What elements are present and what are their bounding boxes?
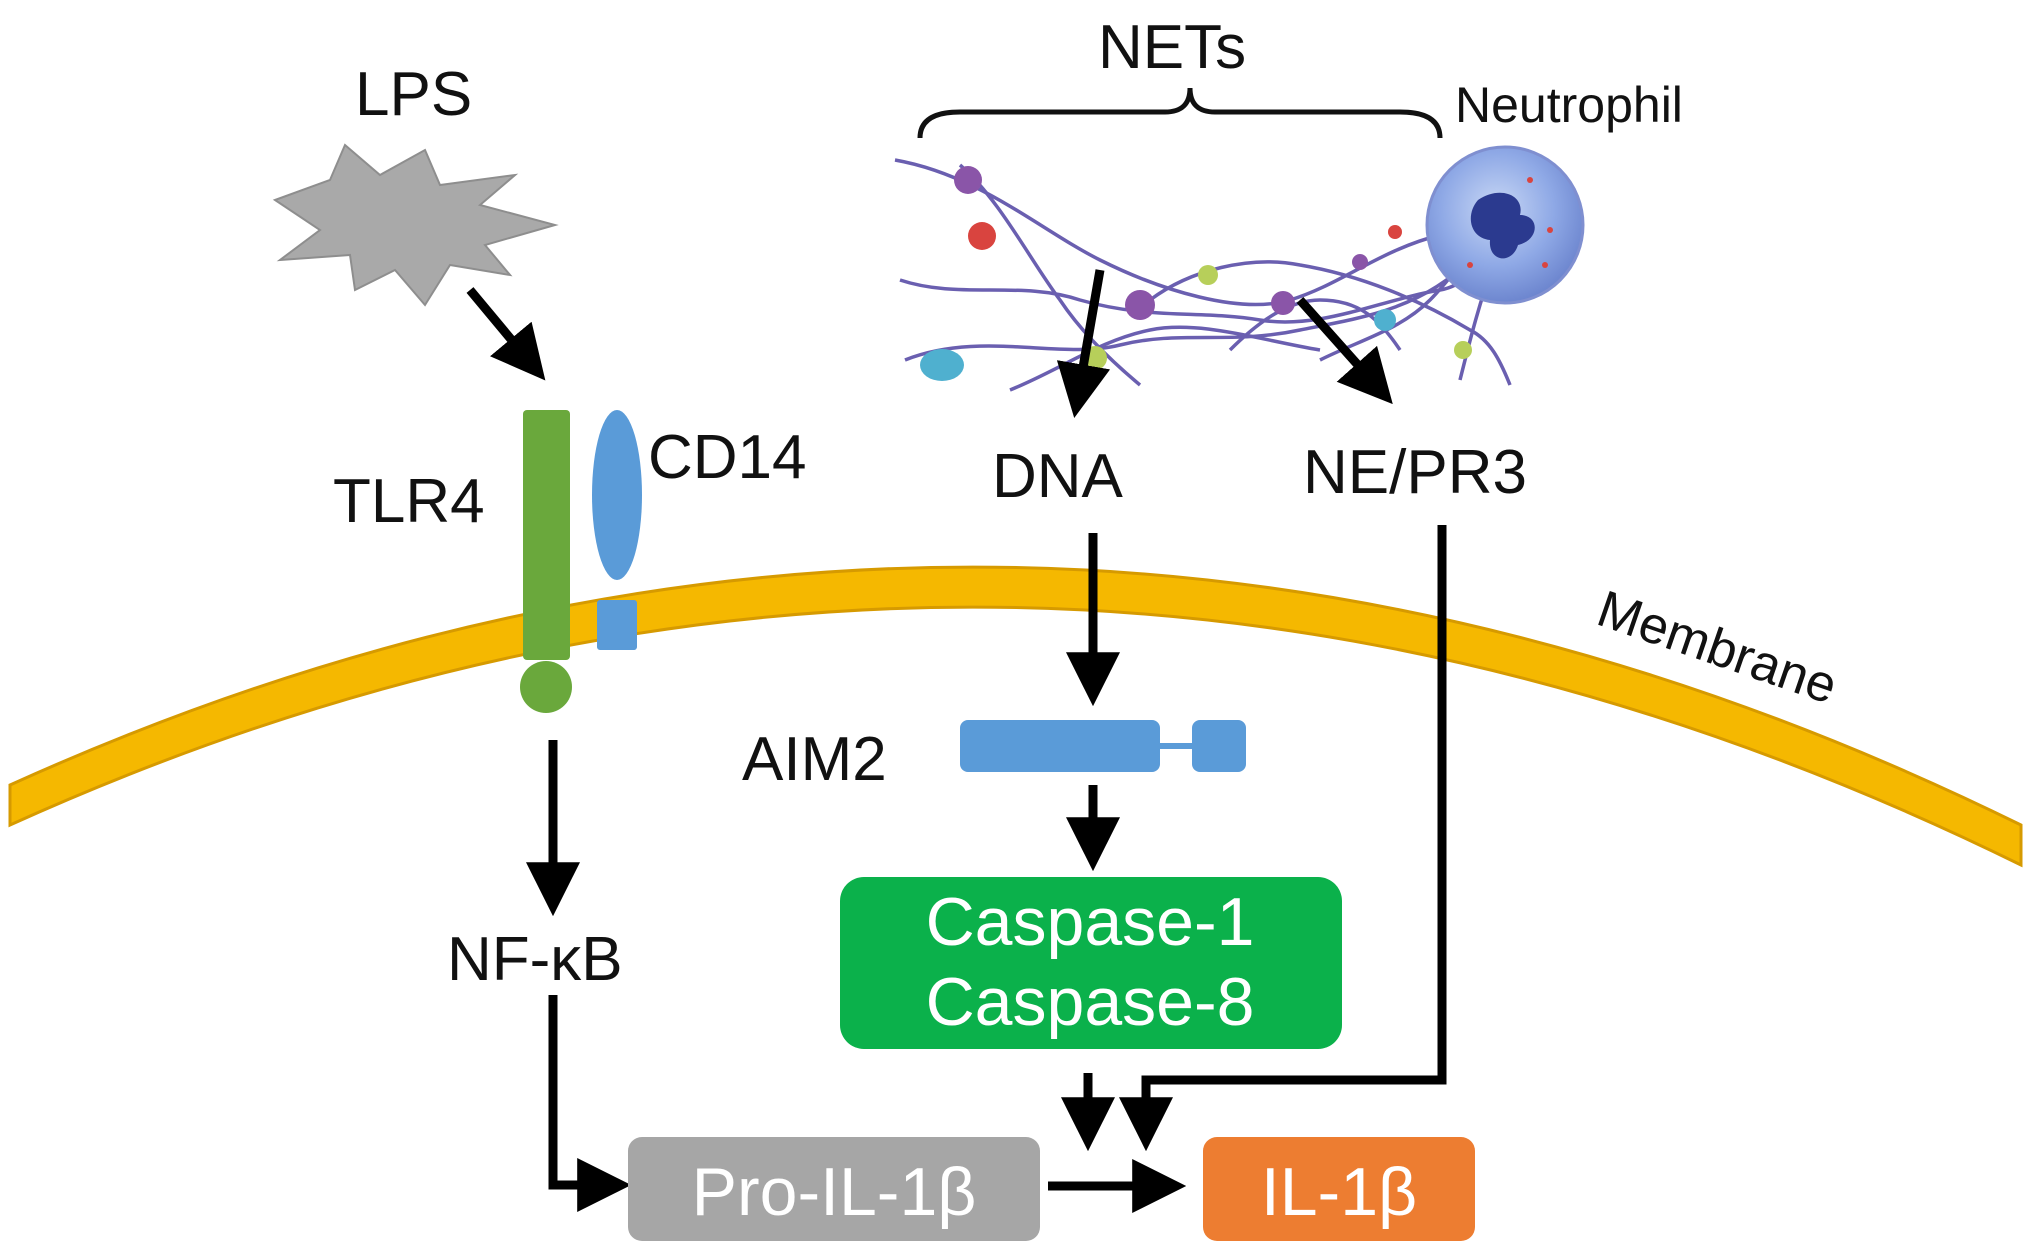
nepr3-label: NE/PR3 <box>1303 438 1527 507</box>
tlr4-tir-domain <box>520 661 572 713</box>
nets-illustration <box>894 145 1585 392</box>
nets-to-dna-arrow <box>1056 269 1111 418</box>
nepr3-to-il1b-arrow <box>1119 525 1447 1152</box>
nets-to-nepr3-arrow <box>1296 297 1393 405</box>
cd14-label: CD14 <box>648 423 807 492</box>
tlr4-receptor <box>523 410 570 660</box>
caspase-1-label: Caspase-1 <box>926 884 1255 960</box>
nfkb-label: NF-κB <box>447 925 623 994</box>
nets-label: NETs <box>1098 13 1246 82</box>
caspase-box <box>840 877 1342 1049</box>
nets-brace <box>917 87 1443 139</box>
tlr4-label: TLR4 <box>333 467 485 536</box>
dna-label: DNA <box>992 442 1124 511</box>
cell-membrane <box>8 565 2023 868</box>
aim2-pyd-domain <box>1192 720 1246 772</box>
pro-il1b-box <box>628 1137 1040 1241</box>
aim2-label: AIM2 <box>742 725 887 794</box>
neutrophil-label: Neutrophil <box>1455 77 1683 133</box>
caspase-8-label: Caspase-8 <box>926 964 1255 1040</box>
pro-il1b-label: Pro-IL-1β <box>692 1154 977 1230</box>
cd14-receptor <box>592 410 642 580</box>
nfkb-to-pro-il1b-arrow <box>548 995 632 1212</box>
aim2-hin-domain <box>960 720 1160 772</box>
lps-burst-icon <box>272 143 559 307</box>
lps-label: LPS <box>355 60 472 129</box>
il1b-box <box>1203 1137 1475 1241</box>
lps-to-tlr4-arrow <box>466 287 546 381</box>
il1b-label: IL-1β <box>1261 1154 1417 1230</box>
cd14-anchor <box>597 600 637 650</box>
